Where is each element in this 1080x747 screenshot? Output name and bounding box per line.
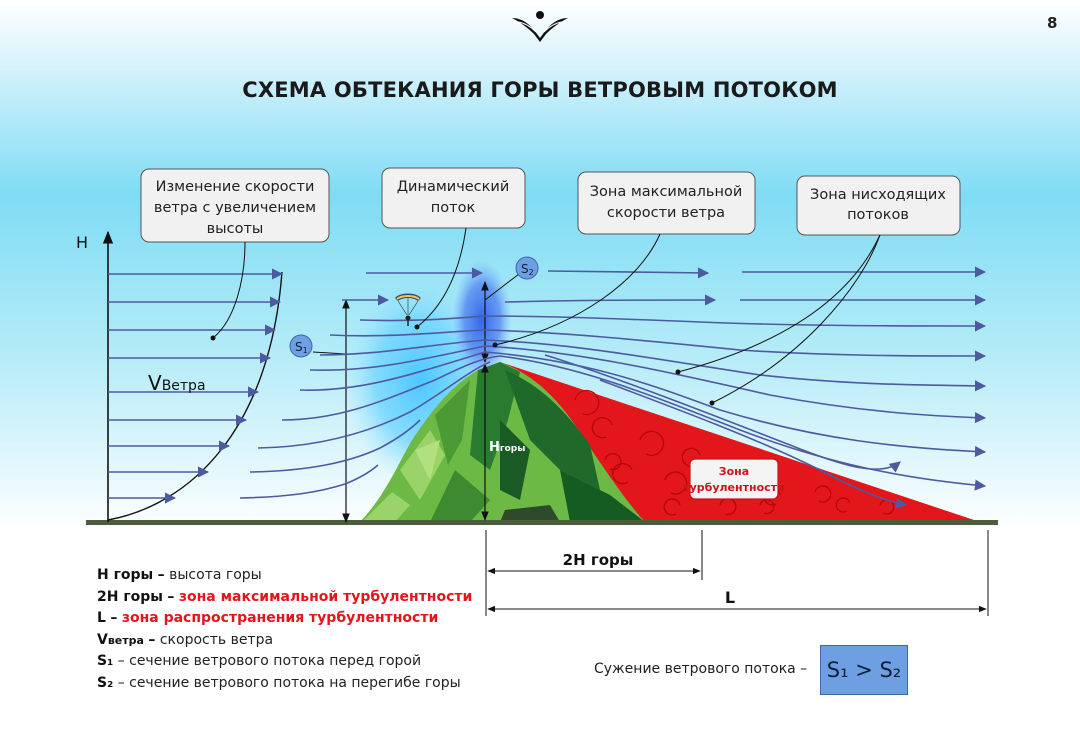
v-label: VВетра [148,371,206,395]
legend-row-s2: S₂ – сечение ветрового потока на перегиб… [97,674,461,691]
legend: H горы – высота горы 2H горы – зона макс… [97,565,472,694]
svg-text:ветра с увеличением: ветра с увеличением [154,200,316,216]
flow-streamlines [239,266,987,509]
page-title: СХЕМА ОБТЕКАНИЯ ГОРЫ ВЕТРОВЫМ ПОТОКОМ [242,78,838,102]
max-speed-glow [452,260,512,380]
dimension-2h: 2H горы [485,530,703,616]
turbulence-swirls [574,389,895,516]
bird-logo-icon [512,11,568,42]
s1-marker-label: S1 [295,340,308,355]
legend-row-h: H горы – высота горы [97,567,262,583]
narrowing-label: Сужение ветрового потока – [594,661,808,677]
s2-leader [484,273,520,301]
callout-speed-change: Изменение скорости ветра с увеличением в… [140,168,330,341]
speed-profile-arrows [108,268,284,504]
callout-dynamic-flow: Динамический поток [381,167,526,330]
svg-text:Зона: Зона [719,465,749,478]
callout-downflow: Зона нисходящих потоков [675,175,961,406]
s2-marker [515,256,539,280]
h-axis-label: H [76,233,88,252]
legend-row-v: Vветра – скорость ветра [97,631,274,648]
turbulence-label: Зона турбулентности [683,458,785,500]
svg-text:поток: поток [431,200,476,216]
svg-text:высоты: высоты [207,221,264,237]
svg-text:Зона нисходящих: Зона нисходящих [810,187,946,203]
callout-max-speed: Зона максимальной скорости ветра [492,171,756,348]
dimension-l: L [487,530,989,616]
turbulence-zone [500,362,980,522]
legend-row-s1: S₁ – сечение ветрового потока перед горо… [97,653,422,669]
mountain-height-label: Hгоры [489,440,525,455]
s1-marker [289,334,313,358]
paraglider-icon [395,293,421,326]
svg-text:Динамический: Динамический [397,179,510,195]
svg-text:Зона максимальной: Зона максимальной [590,184,743,200]
dimension-2h-label: 2H горы [563,551,634,569]
svg-text:Изменение скорости: Изменение скорости [156,179,315,195]
ground-line [86,520,998,525]
legend-row-l: L – зона распространения турбулентности [97,610,439,626]
page-number: 8 [1047,14,1058,32]
dimension-l-label: L [725,588,735,607]
svg-text:скорости ветра: скорости ветра [607,205,725,221]
s2-marker-label: S2 [521,262,534,277]
svg-text:турбулентности: турбулентности [683,481,785,494]
narrowing-formula: S₁ > S₂ [820,645,908,695]
s1-leader [312,351,347,355]
svg-text:потоков: потоков [847,207,909,223]
legend-row-2h: 2H горы – зона максимальной турбулентнос… [97,588,473,605]
